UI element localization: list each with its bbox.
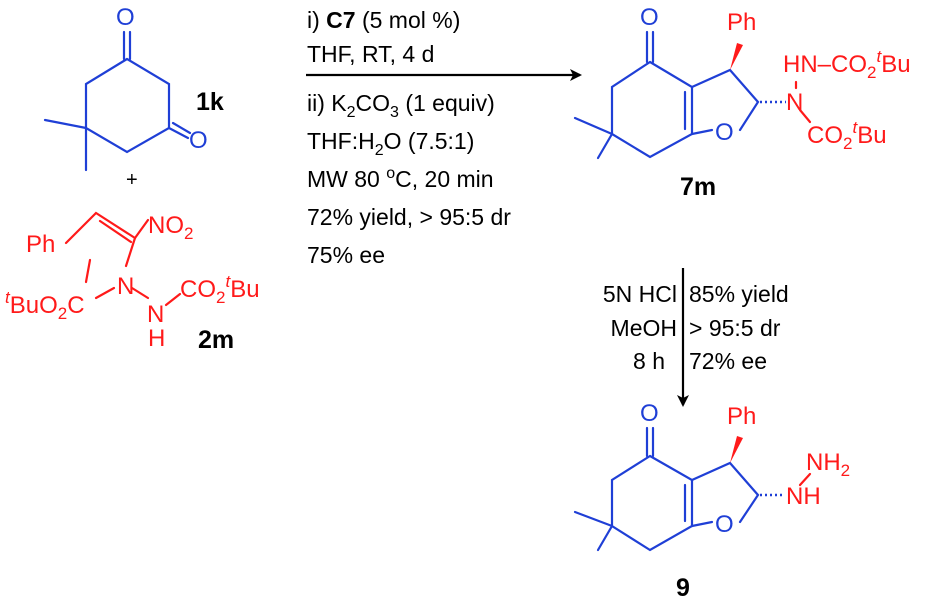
reagent-line-3: 8 h — [633, 348, 665, 374]
carbonyl-bond — [84, 258, 92, 284]
ketone-oxygen: O — [640, 400, 659, 427]
bond — [124, 236, 137, 268]
methyl-bond — [573, 116, 614, 136]
boc-ester-left: tBuO2C — [5, 288, 85, 323]
bond — [133, 218, 150, 240]
reaction-conditions-2: 5N HCl MeOH 8 h 85% yield > 95:5 dr 72% … — [603, 281, 789, 374]
compound-7m: O O Ph N HN–CO2tBu CO2tBu 7m — [573, 4, 911, 201]
result-line-2: > 95:5 dr — [689, 315, 781, 341]
hn-group: HN–CO2tBu — [783, 47, 911, 82]
compound-1k: O O 1k — [43, 4, 224, 172]
result-line-1: 85% yield — [689, 281, 789, 307]
nh-group: NH — [786, 483, 821, 510]
condition-line-7: 75% ee — [307, 242, 385, 268]
compound-label-2m: 2m — [198, 326, 234, 354]
bond — [690, 520, 714, 528]
methyl-bond — [596, 132, 614, 160]
compound-9: O O Ph NH NH2 9 — [573, 400, 850, 602]
condition-line-6: 72% yield, > 95:5 dr — [307, 204, 511, 230]
compound-label-7m: 7m — [680, 173, 716, 201]
condition-line-5: MW 80 oC, 20 min — [307, 165, 494, 192]
reagent-line-2: MeOH — [611, 315, 677, 341]
reagent-line-1: 5N HCl — [603, 281, 677, 307]
nitrogen-1: N — [117, 273, 134, 300]
cyclohexenone-ring — [610, 60, 694, 159]
nitrogen-a: N — [786, 89, 803, 116]
bond — [798, 472, 812, 487]
bond — [164, 292, 182, 307]
nitro-group: NO2 — [148, 212, 193, 243]
ring-bonds — [84, 57, 171, 154]
methyl-bond — [43, 118, 88, 130]
bond — [171, 121, 192, 135]
wedge-bond — [730, 43, 743, 70]
bond — [98, 219, 133, 244]
carbonyl-oxygen-right: O — [189, 127, 208, 154]
bond — [798, 108, 812, 124]
phenyl-label: Ph — [727, 9, 756, 36]
condition-line-3: ii) K2CO3 (1 equiv) — [307, 90, 495, 121]
bond — [64, 211, 137, 245]
condition-line-2: THF, RT, 4 d — [307, 41, 434, 67]
compound-2m: Ph NO2 N tBuO2C N H CO2tBu 2m — [5, 211, 260, 354]
furan-oxygen: O — [715, 511, 734, 538]
condition-line-1: i) C7 (5 mol %) — [307, 7, 460, 33]
result-line-3: 72% ee — [689, 348, 767, 374]
furan-bonds — [690, 461, 760, 524]
boc-ester-right: CO2tBu — [180, 272, 260, 307]
condition-line-4: THF:H2O (7.5:1) — [307, 128, 474, 159]
bond — [690, 128, 714, 136]
reaction-conditions-1: i) C7 (5 mol %) THF, RT, 4 d ii) K2CO3 (… — [307, 7, 511, 268]
nitrogen-2: N — [147, 301, 164, 328]
cyclohexenone-ring — [610, 454, 694, 552]
furan-oxygen: O — [715, 119, 734, 146]
carbonyl-oxygen-top: O — [116, 4, 135, 31]
ketone-oxygen: O — [640, 4, 659, 31]
phenyl-label: Ph — [727, 403, 756, 430]
plus-sign: + — [126, 169, 138, 191]
bond — [167, 126, 190, 140]
bond — [130, 286, 150, 300]
phenyl-label: Ph — [26, 231, 55, 258]
compound-label-9: 9 — [676, 574, 690, 602]
wedge-bond — [730, 436, 743, 463]
compound-label-1k: 1k — [196, 88, 224, 116]
boc-group: CO2tBu — [807, 118, 887, 153]
methyl-bond — [596, 524, 614, 552]
furan-bonds — [690, 68, 760, 132]
nh-hydrogen: H — [148, 325, 165, 352]
nh2-group: NH2 — [806, 449, 850, 480]
bond — [94, 286, 116, 300]
methyl-bond — [573, 510, 614, 528]
